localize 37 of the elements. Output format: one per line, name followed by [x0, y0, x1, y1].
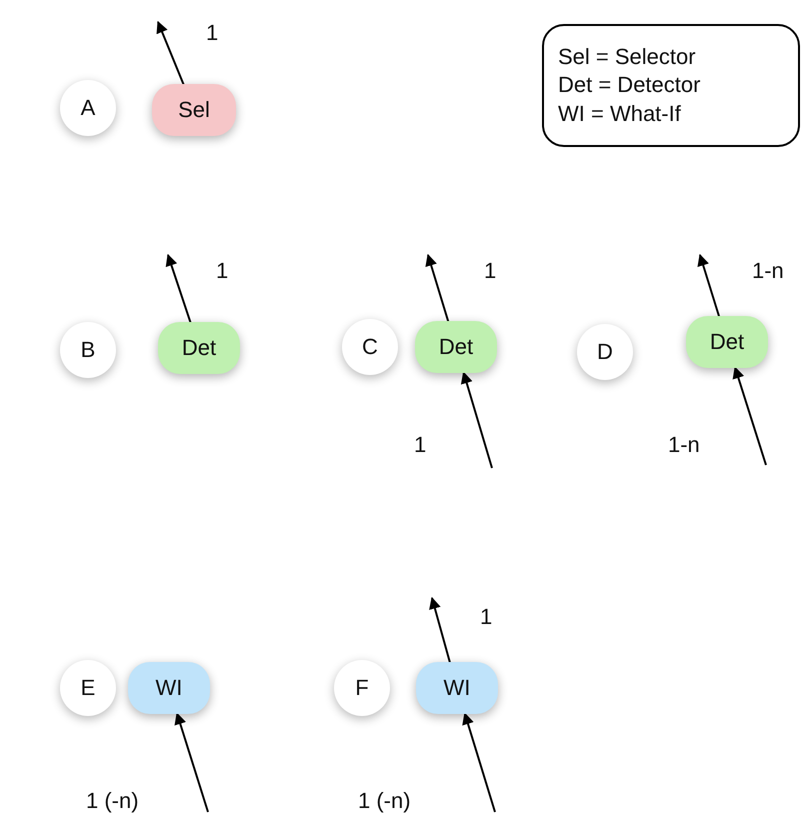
arrow — [156, 20, 185, 86]
process-pill — [415, 321, 497, 373]
node-label: E — [80, 675, 96, 701]
node-label: Det — [438, 334, 474, 360]
node-label: F — [355, 675, 369, 701]
circle-node — [60, 80, 116, 136]
node-label: Det — [182, 335, 216, 361]
arrow — [460, 371, 493, 468]
arrow — [174, 712, 209, 812]
legend-text: Sel = Selector — [558, 42, 696, 71]
circle-node — [342, 319, 398, 375]
node-label: Det — [710, 329, 744, 355]
process-pill — [686, 316, 768, 368]
legend-text: WI = What-If — [558, 100, 681, 128]
legend-text: Det = Detector — [558, 71, 700, 100]
arrow — [429, 596, 451, 663]
legend-box — [542, 24, 800, 147]
circle-node — [334, 660, 390, 716]
node-label: C — [362, 334, 378, 360]
node-label: B — [80, 337, 96, 363]
arrow — [462, 712, 496, 812]
node-label: A — [80, 95, 96, 121]
node-label: D — [597, 339, 613, 365]
arrow — [166, 254, 192, 323]
arrow — [425, 254, 450, 322]
arrow — [697, 254, 720, 317]
arrow — [732, 366, 767, 466]
process-pill — [158, 322, 240, 374]
circle-node — [60, 322, 116, 378]
circle-node — [577, 324, 633, 380]
node-label: WI — [444, 675, 470, 701]
process-pill — [128, 662, 210, 714]
process-pill — [152, 84, 236, 136]
circle-node — [60, 660, 116, 716]
process-pill — [416, 662, 498, 714]
node-label: Sel — [178, 97, 210, 123]
node-label: WI — [156, 675, 182, 701]
